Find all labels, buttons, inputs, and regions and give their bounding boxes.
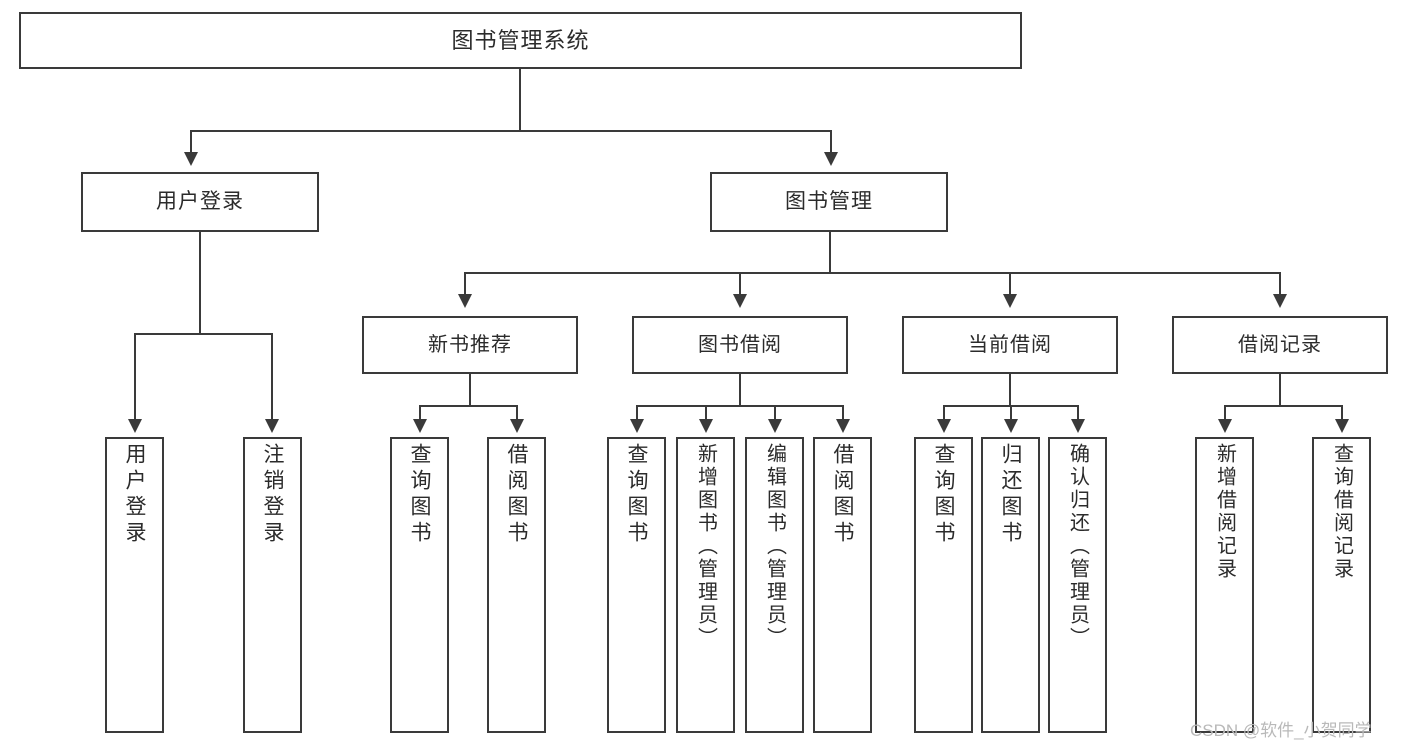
node-borrow-record-label: 借阅记录 — [1238, 333, 1322, 356]
arrowhead-borrow-record-leaf1 — [1218, 419, 1232, 433]
arrowhead-root-to-user-login — [184, 152, 198, 166]
leaf-borrow-book-1-label: 借阅图书 — [505, 443, 528, 547]
arrowhead-book-borrow-leaf1 — [630, 419, 644, 433]
connector-book-manage-to-book-borrow — [739, 272, 741, 296]
node-new-book-recommend[interactable]: 新书推荐 — [362, 316, 578, 374]
arrowhead-root-to-book-manage — [824, 152, 838, 166]
arrowhead-book-borrow-leaf4 — [836, 419, 850, 433]
connector-borrow-record-to-leaf1 — [1224, 405, 1226, 421]
leaf-borrow-book-1[interactable]: 借阅图书 — [487, 437, 546, 733]
leaf-query-book-3[interactable]: 查询图书 — [914, 437, 973, 733]
leaf-edit-book-label: 编辑图书（管理员） — [763, 443, 786, 650]
node-root[interactable]: 图书管理系统 — [19, 12, 1022, 69]
connector-current-borrow-stem — [1009, 374, 1011, 406]
leaf-add-record-label: 新增借阅记录 — [1213, 443, 1236, 581]
connector-book-borrow-to-leaf4 — [842, 405, 844, 421]
leaf-query-record-label: 查询借阅记录 — [1330, 443, 1353, 581]
arrowhead-user-login-leaf1 — [128, 419, 142, 433]
connector-book-manage-to-new-book — [464, 272, 466, 296]
connector-user-login-stem — [199, 232, 201, 334]
leaf-edit-book[interactable]: 编辑图书（管理员） — [745, 437, 804, 733]
connector-book-borrow-to-leaf1 — [636, 405, 638, 421]
connector-user-login-to-leaf2 — [271, 333, 273, 421]
connector-book-borrow-to-leaf2 — [705, 405, 707, 421]
arrowhead-book-manage-new-book — [458, 294, 472, 308]
leaf-query-record[interactable]: 查询借阅记录 — [1312, 437, 1371, 733]
connector-root-to-book-manage — [830, 130, 832, 154]
leaf-logout-login-label: 注销登录 — [261, 443, 284, 547]
arrowhead-current-borrow-leaf3 — [1071, 419, 1085, 433]
arrowhead-borrow-record-leaf2 — [1335, 419, 1349, 433]
leaf-query-book-2[interactable]: 查询图书 — [607, 437, 666, 733]
connector-root-to-user-login — [190, 130, 192, 154]
connector-new-book-stem — [469, 374, 471, 406]
connector-new-book-to-leaf2 — [516, 405, 518, 421]
leaf-return-book-label: 归还图书 — [999, 443, 1022, 547]
connector-current-borrow-to-leaf2 — [1010, 405, 1012, 421]
connector-root-stem — [519, 69, 521, 131]
arrowhead-book-manage-borrow-record — [1273, 294, 1287, 308]
connector-borrow-record-bar — [1224, 405, 1342, 407]
node-book-borrow[interactable]: 图书借阅 — [632, 316, 848, 374]
node-borrow-record[interactable]: 借阅记录 — [1172, 316, 1388, 374]
arrowhead-book-borrow-leaf3 — [768, 419, 782, 433]
connector-book-borrow-stem — [739, 374, 741, 406]
leaf-return-book[interactable]: 归还图书 — [981, 437, 1040, 733]
leaf-query-book-1-label: 查询图书 — [408, 443, 431, 547]
leaf-user-login[interactable]: 用户登录 — [105, 437, 164, 733]
connector-borrow-record-stem — [1279, 374, 1281, 406]
node-book-borrow-label: 图书借阅 — [698, 333, 782, 356]
leaf-user-login-label: 用户登录 — [123, 443, 146, 547]
leaf-logout-login[interactable]: 注销登录 — [243, 437, 302, 733]
connector-book-manage-to-borrow-record — [1279, 272, 1281, 296]
node-root-label: 图书管理系统 — [451, 27, 590, 53]
connector-current-borrow-to-leaf3 — [1077, 405, 1079, 421]
connector-book-manage-to-current-borrow — [1009, 272, 1011, 296]
node-book-manage-label: 图书管理 — [785, 189, 873, 213]
connector-root-bar — [190, 130, 831, 132]
leaf-query-book-2-label: 查询图书 — [625, 443, 648, 547]
connector-book-borrow-bar — [636, 405, 843, 407]
leaf-query-book-3-label: 查询图书 — [932, 443, 955, 547]
connector-current-borrow-to-leaf1 — [943, 405, 945, 421]
node-user-login-label: 用户登录 — [156, 189, 244, 213]
node-current-borrow-label: 当前借阅 — [968, 333, 1052, 356]
connector-user-login-to-leaf1 — [134, 333, 136, 421]
leaf-borrow-book-2-label: 借阅图书 — [831, 443, 854, 547]
node-book-manage[interactable]: 图书管理 — [710, 172, 948, 232]
arrowhead-current-borrow-leaf2 — [1004, 419, 1018, 433]
arrowhead-book-borrow-leaf2 — [699, 419, 713, 433]
connector-borrow-record-to-leaf2 — [1341, 405, 1343, 421]
arrowhead-user-login-leaf2 — [265, 419, 279, 433]
arrowhead-new-book-leaf1 — [413, 419, 427, 433]
node-current-borrow[interactable]: 当前借阅 — [902, 316, 1118, 374]
connector-book-borrow-to-leaf3 — [774, 405, 776, 421]
leaf-borrow-book-2[interactable]: 借阅图书 — [813, 437, 872, 733]
connector-user-login-bar — [134, 333, 271, 335]
connector-book-manage-bar — [464, 272, 1280, 274]
leaf-query-book-1[interactable]: 查询图书 — [390, 437, 449, 733]
leaf-add-book[interactable]: 新增图书（管理员） — [676, 437, 735, 733]
arrowhead-current-borrow-leaf1 — [937, 419, 951, 433]
node-user-login[interactable]: 用户登录 — [81, 172, 319, 232]
leaf-confirm-return-label: 确认归还（管理员） — [1066, 443, 1089, 650]
arrowhead-book-manage-book-borrow — [733, 294, 747, 308]
arrowhead-new-book-leaf2 — [510, 419, 524, 433]
arrowhead-book-manage-current-borrow — [1003, 294, 1017, 308]
node-new-book-recommend-label: 新书推荐 — [428, 333, 512, 356]
connector-book-manage-stem — [829, 232, 831, 274]
leaf-confirm-return[interactable]: 确认归还（管理员） — [1048, 437, 1107, 733]
connector-new-book-to-leaf1 — [419, 405, 421, 421]
leaf-add-record[interactable]: 新增借阅记录 — [1195, 437, 1254, 733]
connector-new-book-bar — [419, 405, 517, 407]
leaf-add-book-label: 新增图书（管理员） — [694, 443, 717, 650]
